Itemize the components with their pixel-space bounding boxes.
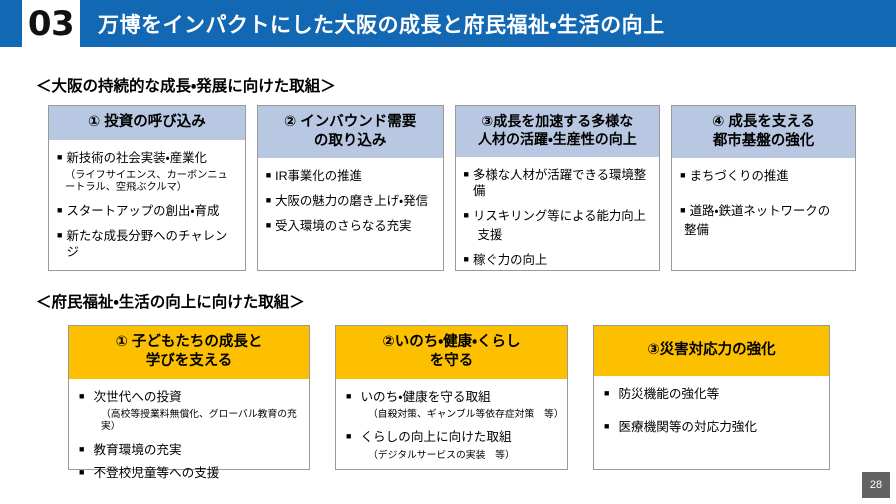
list-item: ■ スタートアップの創出・育成 [57, 203, 238, 219]
welfare-card-1-body: ■ 次世代への投資 （高校等授業料無償化、グローバル教育の充実） ■ 教育環境の… [69, 379, 309, 493]
welfare-card-1: ① 子どもたちの成長と学びを支える ■ 次世代への投資 （高校等授業料無償化、グ… [68, 325, 310, 480]
list-item-note: （高校等授業料無償化、グローバル教育の充実） [101, 409, 297, 433]
list-item-label: 道路・鉄道ネットワークの [689, 204, 831, 219]
list-item-label: 教育環境の充実 [93, 442, 182, 457]
list-item-label: 新たな成長分野へのチャレンジ [66, 229, 228, 260]
list-item: ■ 多様な人材が活躍できる環境整備 [464, 167, 653, 199]
square-bullet-icon: ■ [346, 390, 352, 401]
welfare-card-2-title: ②いのち・健康・くらしを守る [336, 326, 567, 379]
list-item-continuation: 整備 [684, 223, 709, 238]
list-item: ■ 受入環境のさらなる充実 [266, 218, 436, 234]
list-item-label: いのち・健康を守る取組 [360, 389, 491, 404]
list-item: ■ リスキリング等による能力向上 [464, 208, 653, 224]
slide-number-box: 03 [22, 0, 80, 47]
list-item-label: 次世代への投資 [93, 389, 182, 404]
welfare-card-3: ③災害対応力の強化 ■ 防災機能の強化等 ■ 医療機関等の対応力強化 [593, 325, 830, 470]
list-item: ■ 次世代への投資 [79, 389, 303, 405]
list-item-continuation: 支援 [477, 228, 503, 243]
list-item-note: （自殺対策、ギャンブル等依存症対策 等） [368, 409, 564, 421]
welfare-card-3-title: ③災害対応力の強化 [594, 326, 829, 376]
square-bullet-icon: ■ [79, 466, 85, 477]
list-item: ■ まちづくりの推進 [680, 168, 848, 184]
square-bullet-icon: ■ [604, 387, 610, 398]
list-item-label: 医療機関等の対応力強化 [618, 420, 757, 435]
list-item-label: IR事業化の推進 [275, 169, 362, 184]
square-bullet-icon: ■ [680, 205, 686, 216]
growth-card-4-title: ④ 成長を支える都市基盤の強化 [672, 106, 855, 159]
square-bullet-icon: ■ [463, 210, 469, 221]
square-bullet-icon: ■ [265, 220, 272, 231]
list-item: ■ いのち・健康を守る取組 [346, 389, 561, 405]
list-item: ■ 教育環境の充実 [79, 442, 303, 458]
list-item: ■ 防災機能の強化等 [604, 386, 823, 402]
growth-card-1-body: ■ 新技術の社会実装・産業化 （ライフサイエンス、カーボンニュートラル、空飛ぶク… [49, 140, 245, 276]
growth-card-1-title: ① 投資の呼び込み [49, 106, 245, 140]
list-item-note: （デジタルサービスの実装 等） [368, 449, 515, 461]
square-bullet-icon: ■ [265, 170, 272, 181]
square-bullet-icon: ■ [680, 170, 686, 181]
list-item: ■ くらしの向上に向けた取組 [346, 429, 561, 445]
list-item: ■ 新たな成長分野へのチャレンジ [57, 228, 238, 260]
list-item: ■ 道路・鉄道ネットワークの [680, 203, 848, 219]
growth-card-2: ② インバウンド需要の取り込み ■ IR事業化の推進 ■ 大阪の魅力の磨き上げ・… [256, 105, 444, 271]
growth-card-row: ① 投資の呼び込み ■ 新技術の社会実装・産業化 （ライフサイエンス、カーボンニ… [48, 105, 856, 271]
list-item-label: 不登校児童等への支援 [93, 465, 220, 480]
growth-card-4: ④ 成長を支える都市基盤の強化 ■ まちづくりの推進 ■ 道路・鉄道ネットワーク… [671, 105, 856, 271]
slide-number: 03 [27, 3, 75, 44]
list-item: ■ IR事業化の推進 [266, 168, 436, 184]
square-bullet-icon: ■ [79, 443, 85, 454]
header-left-bar [0, 0, 22, 47]
square-bullet-icon: ■ [57, 230, 63, 241]
list-item-label: 防災機能の強化等 [618, 386, 720, 401]
square-bullet-icon: ■ [57, 205, 63, 216]
growth-card-2-title: ② インバウンド需要の取り込み [257, 106, 443, 159]
page-title: 万博をインパクトにした大阪の成長と府民福祉・生活の向上 [98, 13, 665, 37]
section-heading-growth: ＜大阪の持続的な成長・発展に向けた取組＞ [36, 78, 336, 95]
list-item-label: 受入環境のさらなる充実 [275, 219, 412, 234]
welfare-card-2-body: ■ いのち・健康を守る取組 （自殺対策、ギャンブル等依存症対策 等） ■ くらし… [336, 379, 567, 474]
list-item-label: 稼ぐ力の向上 [472, 253, 548, 268]
header-title-area: 万博をインパクトにした大阪の成長と府民福祉・生活の向上 [80, 0, 896, 47]
growth-card-4-body: ■ まちづくりの推進 ■ 道路・鉄道ネットワークの 整備 [672, 158, 855, 270]
square-bullet-icon: ■ [463, 254, 469, 265]
welfare-card-1-title: ① 子どもたちの成長と学びを支える [69, 326, 309, 379]
list-item: ■ 不登校児童等への支援 [79, 465, 303, 481]
growth-card-3-title: ③成長を加速する多様な人材の活躍・生産性の向上 [455, 106, 660, 157]
square-bullet-icon: ■ [265, 195, 272, 206]
welfare-card-3-body: ■ 防災機能の強化等 ■ 医療機関等の対応力強化 [594, 376, 829, 469]
list-item-label: まちづくりの推進 [689, 169, 789, 184]
list-item: ■ 大阪の魅力の磨き上げ・発信 [266, 193, 436, 209]
square-bullet-icon: ■ [79, 390, 85, 401]
slide-header: 03 万博をインパクトにした大阪の成長と府民福祉・生活の向上 [0, 0, 896, 47]
list-item-label: 大阪の魅力の磨き上げ・発信 [275, 194, 429, 209]
growth-card-1: ① 投資の呼び込み ■ 新技術の社会実装・産業化 （ライフサイエンス、カーボンニ… [48, 105, 246, 271]
list-item-label: リスキリング等による能力向上 [472, 209, 647, 224]
list-item-label: 多様な人材が活躍できる環境整備 [472, 167, 647, 198]
square-bullet-icon: ■ [57, 151, 63, 162]
growth-card-2-body: ■ IR事業化の推進 ■ 大阪の魅力の磨き上げ・発信 ■ 受入環境のさらなる充実 [258, 158, 443, 270]
page-number-badge: 28 [862, 472, 890, 498]
square-bullet-icon: ■ [346, 431, 352, 442]
list-item-label: スタートアップの創出・育成 [66, 204, 220, 219]
square-bullet-icon: ■ [604, 421, 610, 432]
page-number: 28 [869, 479, 883, 491]
list-item-label: 新技術の社会実装・産業化 [66, 150, 207, 165]
list-item-note: （ライフサイエンス、カーボンニュートラル、空飛ぶクルマ） [65, 169, 228, 194]
list-item: ■ 稼ぐ力の向上 [464, 252, 653, 268]
square-bullet-icon: ■ [463, 168, 469, 179]
welfare-card-row: ① 子どもたちの成長と学びを支える ■ 次世代への投資 （高校等授業料無償化、グ… [68, 325, 830, 480]
list-item: ■ 新技術の社会実装・産業化 [57, 150, 238, 166]
list-item-label: くらしの向上に向けた取組 [360, 430, 512, 445]
section-heading-welfare: ＜府民福祉・生活の向上に向けた取組＞ [36, 294, 305, 311]
welfare-card-2: ②いのち・健康・くらしを守る ■ いのち・健康を守る取組 （自殺対策、ギャンブル… [335, 325, 568, 470]
growth-card-3: ③成長を加速する多様な人材の活躍・生産性の向上 ■ 多様な人材が活躍できる環境整… [454, 105, 661, 271]
growth-card-3-body: ■ 多様な人材が活躍できる環境整備 ■ リスキリング等による能力向上 支援 ■ … [456, 157, 660, 284]
list-item: ■ 医療機関等の対応力強化 [604, 419, 823, 435]
